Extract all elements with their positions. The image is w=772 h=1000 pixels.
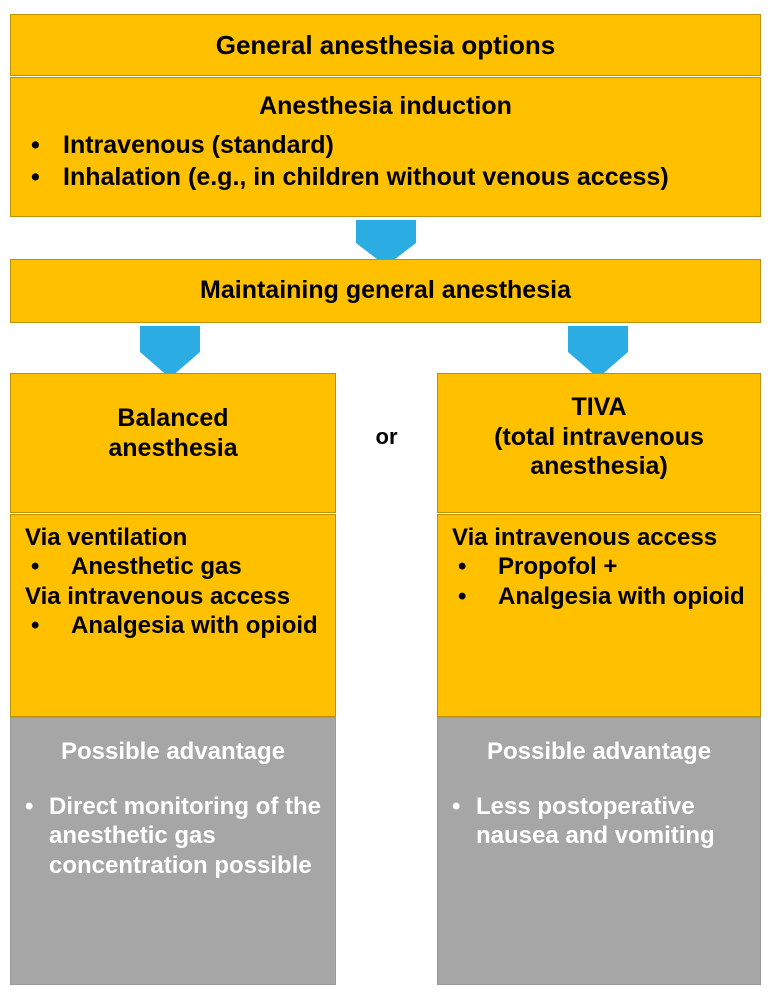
bullet-icon: • bbox=[31, 611, 40, 639]
bullet-icon: • bbox=[31, 553, 40, 581]
detail-group-heading: Via intravenous access bbox=[452, 524, 718, 551]
arrow-shaft bbox=[568, 326, 628, 352]
bullet-icon: • bbox=[31, 130, 40, 159]
arrow-down-icon bbox=[140, 326, 200, 378]
tiva-advantage-list: • Less postoperative nausea and vomiting bbox=[438, 766, 760, 851]
list-item-label: Inhalation (e.g., in children without ve… bbox=[63, 162, 669, 191]
list-item: • Direct monitoring of the anesthetic ga… bbox=[23, 792, 325, 880]
list-item-label: Analgesia with opioid bbox=[498, 582, 745, 610]
maintaining-general-anesthesia-box: Maintaining general anesthesia bbox=[10, 259, 761, 323]
detail-group-heading: Via ventilation bbox=[25, 524, 188, 551]
tiva-advantage-title: Possible advantage bbox=[486, 738, 712, 765]
list-item-label: Intravenous (standard) bbox=[63, 130, 334, 159]
tiva-advantage-box: Possible advantage • Less postoperative … bbox=[437, 717, 761, 985]
list-item: • Analgesia with opioid bbox=[452, 582, 754, 611]
tiva-title: TIVA (total intravenous anesthesia) bbox=[438, 393, 760, 482]
tiva-header-box: TIVA (total intravenous anesthesia) bbox=[437, 373, 761, 513]
list-item-label: Anesthetic gas bbox=[71, 553, 242, 581]
maintaining-general-anesthesia-title: Maintaining general anesthesia bbox=[200, 276, 571, 304]
bullet-icon: • bbox=[31, 162, 40, 191]
balanced-advantage-box: Possible advantage • Direct monitoring o… bbox=[10, 717, 336, 985]
anesthesia-induction-title: Anesthesia induction bbox=[259, 92, 512, 120]
list-item: • Inhalation (e.g., in children without … bbox=[31, 162, 760, 193]
list-item: • Intravenous (standard) bbox=[31, 130, 760, 161]
balanced-anesthesia-detail-box: Via ventilation • Anesthetic gas Via int… bbox=[10, 514, 336, 717]
bullet-icon: • bbox=[452, 793, 461, 820]
list-item-label: Propofol + bbox=[498, 553, 618, 581]
general-anesthesia-options-title: General anesthesia options bbox=[215, 30, 556, 60]
anesthesia-induction-list: • Intravenous (standard) • Inhalation (e… bbox=[11, 130, 760, 193]
list-item-label: Analgesia with opioid bbox=[71, 611, 318, 639]
title-line: anesthesia bbox=[108, 433, 238, 462]
bullet-icon: • bbox=[25, 793, 34, 820]
tiva-detail-body: Via intravenous access • Propofol + • An… bbox=[438, 515, 760, 611]
title-line: anesthesia) bbox=[530, 452, 668, 480]
bullet-icon: • bbox=[458, 582, 467, 610]
tiva-detail-box: Via intravenous access • Propofol + • An… bbox=[437, 514, 761, 717]
list-item: • Analgesia with opioid bbox=[25, 611, 329, 640]
title-line: (total intravenous bbox=[494, 422, 704, 451]
general-anesthesia-options-box: General anesthesia options bbox=[10, 14, 761, 76]
balanced-advantage-list: • Direct monitoring of the anesthetic ga… bbox=[11, 766, 335, 880]
title-line: Balanced bbox=[117, 404, 229, 432]
balanced-detail-body: Via ventilation • Anesthetic gas Via int… bbox=[11, 515, 335, 640]
detail-group-list: • Propofol + • Analgesia with opioid bbox=[452, 552, 754, 611]
balanced-anesthesia-title: Balanced anesthesia bbox=[11, 404, 335, 463]
bullet-icon: • bbox=[458, 553, 467, 581]
arrow-shaft bbox=[140, 326, 200, 352]
title-line: TIVA bbox=[571, 393, 627, 421]
balanced-anesthesia-header-box: Balanced anesthesia bbox=[10, 373, 336, 513]
detail-group-list: • Analgesia with opioid bbox=[25, 611, 329, 640]
or-connector-label: or bbox=[375, 424, 398, 449]
balanced-advantage-title: Possible advantage bbox=[60, 738, 286, 765]
detail-group-list: • Anesthetic gas bbox=[25, 552, 329, 581]
list-item: • Anesthetic gas bbox=[25, 552, 329, 581]
list-item: • Propofol + bbox=[452, 552, 754, 581]
arrow-shaft bbox=[356, 220, 416, 243]
arrow-down-icon bbox=[568, 326, 628, 378]
detail-group-heading: Via intravenous access bbox=[25, 582, 291, 610]
list-item: • Less postoperative nausea and vomiting bbox=[450, 792, 750, 851]
list-item-label: Less postoperative nausea and vomiting bbox=[476, 793, 715, 850]
anesthesia-induction-box: Anesthesia induction • Intravenous (stan… bbox=[10, 77, 761, 217]
list-item-label: Direct monitoring of the anesthetic gas … bbox=[49, 793, 321, 879]
